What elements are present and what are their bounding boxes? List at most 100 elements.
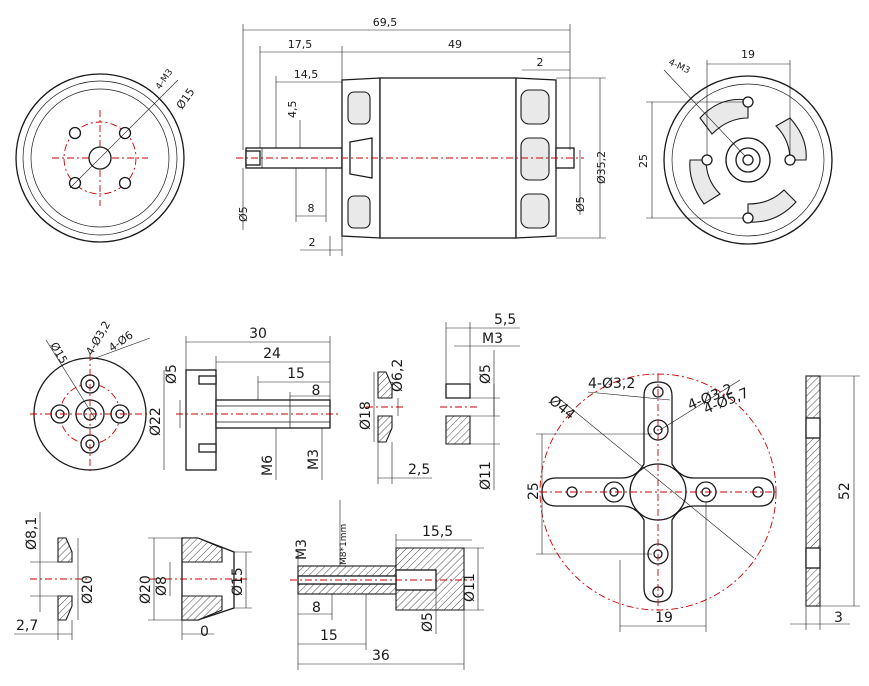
front-inner-rim — [22, 80, 178, 236]
shaft-adapter: M3 M8*1mm 15,5 Ø11 Ø5 8 15 36 — [290, 500, 484, 670]
dim-gap: 2 — [537, 56, 544, 69]
washer-b-top — [57, 537, 73, 563]
adapter-holes-small: 4-Ø3,2 — [83, 319, 113, 358]
back-width: 19 — [741, 48, 755, 61]
motor-side-view: 69,5 17,5 49 14,5 2 4,5 8 2 Ø5 Ø5 Ø35,2 — [236, 16, 608, 256]
collet-bottom-section — [181, 595, 223, 621]
dim-rear-shaft: Ø5 — [574, 196, 587, 212]
adapter-bolt-label: Ø15 — [47, 340, 70, 366]
dim-flat-depth: 4,5 — [286, 101, 299, 119]
mount-dia-leader — [555, 395, 755, 559]
adapter-holes-large: 4-Ø6 — [106, 329, 135, 355]
mount-height: 52 — [837, 482, 853, 500]
shaft-adapter-bottom — [297, 583, 397, 595]
front-bell-slot-2 — [347, 195, 371, 229]
collet-bore: Ø8 — [154, 576, 170, 596]
washer-a-inner: Ø6,2 — [390, 359, 406, 392]
dim-overall: 69,5 — [373, 16, 398, 29]
motor-front-view: 4-M3 Ø15 — [15, 68, 198, 243]
shaft-adapter-36: 36 — [372, 648, 390, 664]
shaft-adapter-m3: M3 — [294, 539, 310, 560]
front-bell-slot-1 — [347, 91, 371, 125]
back-holes-label: 4-M3 — [667, 58, 692, 77]
mount-spacing-v: 25 — [526, 482, 542, 500]
nut-top — [445, 383, 471, 399]
front-face — [30, 88, 170, 228]
nut-bore: Ø5 — [478, 364, 494, 384]
collet: Ø20 Ø8 Ø15 0 — [138, 537, 252, 640]
adapter-m3: M3 — [306, 449, 322, 470]
washer-b-bottom — [57, 595, 73, 621]
back-hole-1 — [742, 96, 754, 108]
shaft-adapter-m8: M8*1mm — [339, 524, 349, 565]
shaft-adapter-8: 8 — [312, 600, 321, 616]
washer-a-thickness: 2,5 — [408, 462, 430, 478]
collet-gap: 0 — [200, 624, 209, 640]
nut-outer: Ø11 — [478, 461, 494, 490]
shaft-adapter-5: Ø5 — [420, 612, 436, 632]
cross-mount: Ø44 4-Ø3,2 4-Ø3,2 4-Ø5,7 25 19 — [526, 373, 777, 632]
adapter-leader-2 — [89, 337, 151, 361]
front-holes-label: 4-M3 — [154, 68, 175, 92]
back-hole-2 — [742, 212, 754, 224]
mount-side-gap — [805, 417, 821, 439]
shaft-adapter-top — [297, 565, 397, 577]
shaft-adapter-15: 15 — [320, 628, 338, 644]
dim-body: 49 — [448, 38, 462, 51]
shaft-adapter-15-5: 15,5 — [422, 524, 453, 540]
washer-b-thickness: 2,7 — [16, 618, 38, 634]
back-inner-rim — [671, 83, 825, 237]
back-arm-3 — [747, 189, 797, 223]
collet-outer: Ø20 — [138, 575, 154, 604]
back-hole-4 — [784, 154, 796, 166]
mount-side-plate — [805, 375, 821, 607]
adapter-flange-dia: Ø22 — [148, 407, 164, 436]
rear-slot-3 — [520, 193, 550, 229]
motor-back-view: 19 25 4-M3 — [637, 48, 833, 245]
washer-b-inner: Ø8,1 — [24, 517, 40, 550]
shaft-adapter-11: Ø11 — [462, 573, 478, 602]
rear-slot-2 — [520, 137, 550, 181]
adapter-leader-1 — [45, 339, 97, 421]
dim-shaft-dia: Ø5 — [237, 206, 250, 222]
adapter-total: 30 — [249, 326, 267, 342]
rear-slot-1 — [520, 89, 550, 125]
washer-a-top — [377, 371, 393, 399]
mount-thickness: 3 — [834, 610, 843, 626]
front-bolt-circle-label: Ø15 — [174, 86, 198, 112]
washer-a-outer: Ø18 — [358, 401, 374, 430]
back-leader — [663, 69, 746, 157]
back-hole-3 — [701, 154, 713, 166]
adapter-15: 15 — [287, 366, 305, 382]
back-height: 25 — [637, 154, 650, 168]
mount-leader-2 — [659, 379, 741, 431]
washer-b-outer: Ø20 — [80, 575, 96, 604]
adapter-m6: M6 — [260, 455, 276, 476]
nut-thread: M3 — [482, 331, 503, 347]
adapter-bore-dia: Ø5 — [164, 364, 180, 384]
front-leader — [69, 79, 179, 189]
front-hole-4 — [118, 176, 132, 190]
adapter-24: 24 — [263, 346, 281, 362]
washer-b: Ø8,1 Ø20 2,7 — [14, 512, 96, 640]
collet-top-section — [181, 537, 223, 563]
mount-spacing-h: 19 — [655, 610, 673, 626]
back-shaft — [742, 154, 754, 166]
dim-body-dia: Ø35,2 — [595, 151, 608, 184]
collet-top: Ø15 — [230, 567, 246, 596]
adapter-8: 8 — [312, 383, 321, 399]
washer-a-bottom — [377, 415, 393, 443]
dim-shaft: 14,5 — [294, 68, 319, 81]
mount-leader-1 — [587, 391, 671, 401]
mount-side-gap — [805, 547, 821, 569]
nut: 5,5 M3 Ø5 Ø11 — [440, 312, 520, 490]
adapter-step-2 — [198, 443, 217, 453]
mount-holes-small: 4-Ø3,2 — [588, 376, 635, 392]
nut-width: 5,5 — [494, 312, 516, 328]
dim-front: 17,5 — [288, 38, 313, 51]
cross-mount-side: 52 3 — [790, 375, 860, 630]
adapter-step-1 — [198, 375, 217, 385]
dim-flat-len: 8 — [308, 202, 315, 215]
prop-adapter-side: 30 24 15 8 Ø5 Ø22 M6 M3 — [148, 326, 340, 480]
